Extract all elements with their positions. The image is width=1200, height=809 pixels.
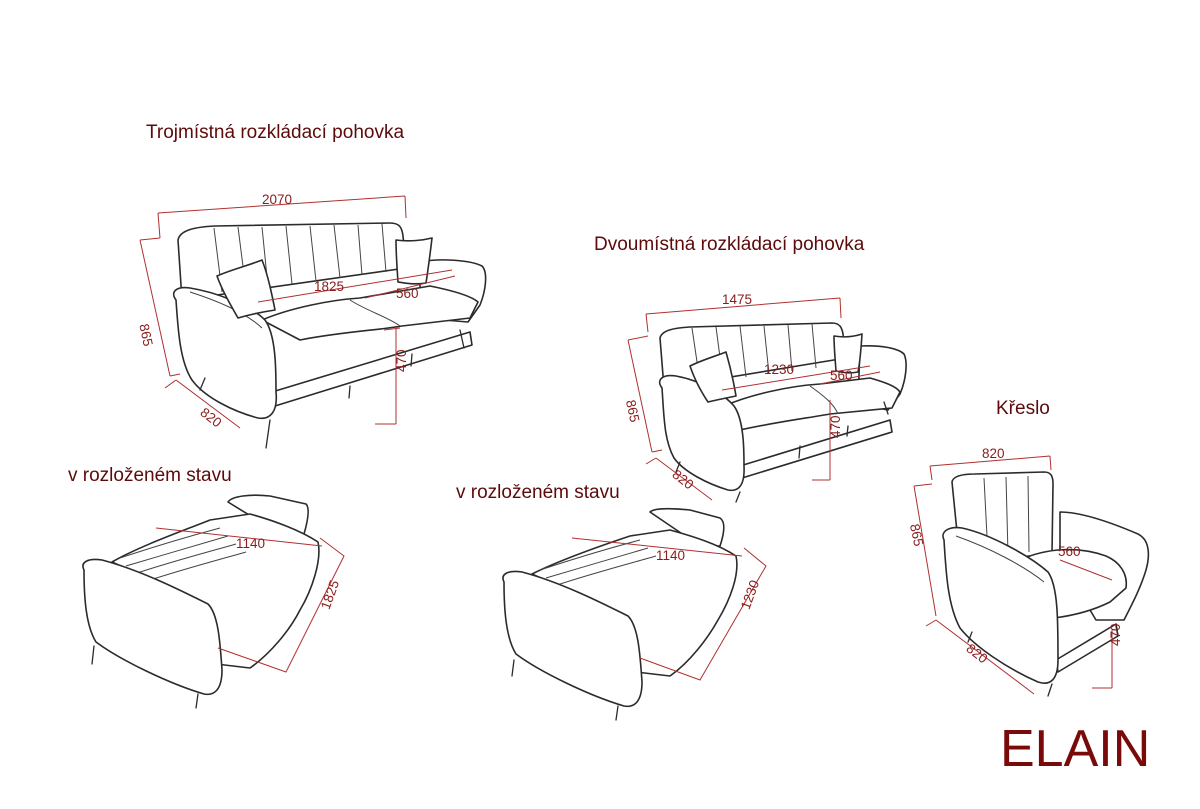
three-seat-width-dimension: 1825	[314, 279, 344, 294]
three-seat-depth-dimension: 560	[396, 286, 419, 301]
three-depth-dimension: 820	[197, 405, 224, 431]
chair-seat-depth-dimension: 560	[1058, 544, 1081, 559]
three-seater-dimension-lines	[139, 195, 456, 429]
three-seater-sofa-drawing	[172, 222, 487, 449]
two-width-dimension: 1475	[722, 292, 752, 307]
three-seat-height-dimension: 470	[394, 349, 409, 372]
two-seater-dimension-lines	[627, 297, 881, 501]
two-seat-depth-dimension: 560	[830, 368, 853, 383]
chair-height-dimension: 865	[907, 522, 926, 547]
three-height-dimension: 865	[136, 322, 155, 347]
unfolded-three-seater-dimension-lines	[155, 527, 345, 673]
bed3-length-dimension: 1825	[318, 578, 342, 611]
two-seat-width-dimension: 1230	[764, 362, 794, 377]
three-seater-title: Trojmístná rozkládací pohovka	[146, 122, 404, 143]
unfolded-two-seater-drawing	[502, 507, 738, 721]
brand-logo: ELAIN	[1000, 720, 1150, 778]
chair-width-dimension: 820	[982, 446, 1005, 461]
two-seat-height-dimension: 470	[828, 415, 843, 438]
two-seater-title: Dvoumístná rozkládací pohovka	[594, 234, 865, 255]
two-height-dimension: 865	[623, 398, 642, 423]
unfolded-left-label: v rozloženém stavu	[68, 465, 232, 486]
unfolded-two-seater-dimension-lines	[571, 537, 767, 681]
bed2-width-dimension: 1140	[656, 548, 685, 563]
armchair-dimension-lines	[913, 455, 1113, 695]
unfolded-right-label: v rozloženém stavu	[456, 482, 620, 503]
three-width-dimension: 2070	[262, 192, 292, 207]
chair-seat-height-dimension: 470	[1108, 623, 1123, 646]
unfolded-three-seater-drawing	[82, 494, 320, 709]
bed3-width-dimension: 1140	[236, 536, 265, 551]
bed2-length-dimension: 1230	[738, 578, 762, 611]
armchair-drawing	[942, 471, 1150, 697]
armchair-title: Křeslo	[996, 398, 1050, 419]
two-seater-sofa-drawing	[658, 322, 907, 503]
